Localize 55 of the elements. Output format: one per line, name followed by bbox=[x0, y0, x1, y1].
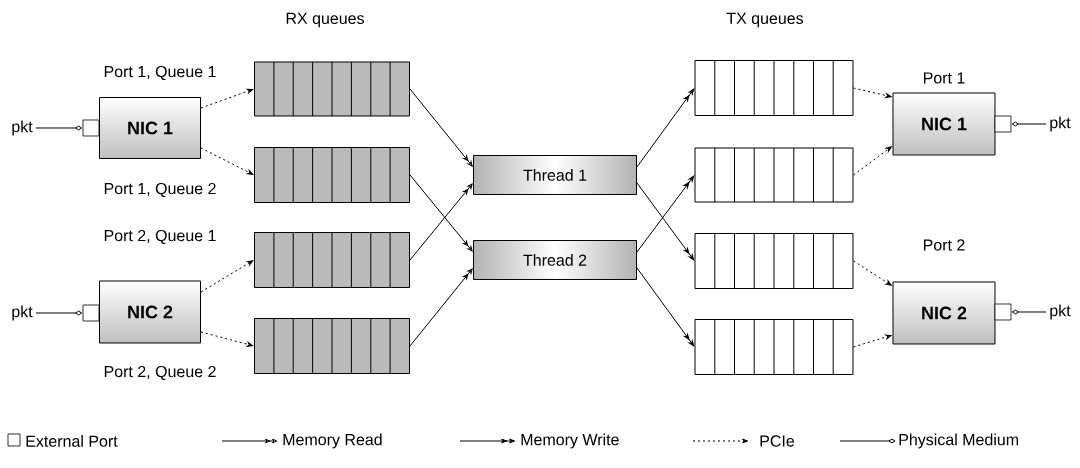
heading: Port 1, Queue 2 bbox=[104, 182, 216, 198]
heading: Port 2, Queue 2 bbox=[104, 365, 216, 381]
arrow bbox=[853, 87, 892, 98]
tx-queue bbox=[694, 232, 854, 289]
heading: RX queues bbox=[286, 12, 364, 28]
heading: Port 1, Queue 1 bbox=[104, 65, 216, 81]
rx-queue bbox=[254, 146, 410, 203]
thread-box: Thread 2 bbox=[473, 240, 637, 280]
port-square bbox=[994, 115, 1012, 133]
tx-queue bbox=[694, 318, 854, 375]
legend-label: External Port bbox=[26, 435, 118, 447]
arrow bbox=[409, 183, 473, 261]
port-square bbox=[994, 303, 1012, 321]
legend-label: Memory Read bbox=[283, 433, 382, 449]
legend-label: Physical Medium bbox=[899, 433, 1019, 449]
arrow bbox=[200, 88, 254, 109]
arrow bbox=[1011, 309, 1047, 315]
rx-queue bbox=[254, 231, 410, 288]
nic-box: NIC 2 bbox=[892, 281, 996, 345]
arrow bbox=[853, 334, 892, 348]
arrow bbox=[409, 88, 473, 167]
thread-box: Thread 1 bbox=[473, 155, 637, 195]
heading: TX queues bbox=[726, 12, 804, 28]
arrow bbox=[636, 267, 695, 347]
arrow bbox=[636, 182, 695, 261]
tx-queue bbox=[694, 147, 854, 203]
tx-queue bbox=[694, 59, 854, 116]
heading: Port 2, Queue 1 bbox=[104, 229, 216, 245]
arrow bbox=[409, 174, 473, 252]
packet-label: pkt bbox=[1050, 116, 1071, 132]
port-square bbox=[82, 119, 100, 137]
packet-label: pkt bbox=[12, 120, 33, 136]
legend-label: PCIe bbox=[760, 435, 795, 447]
arrow bbox=[200, 260, 254, 293]
arrow bbox=[636, 88, 695, 168]
nic-box: NIC 1 bbox=[892, 92, 996, 156]
port-label: Port 1 bbox=[923, 72, 965, 84]
rx-queue bbox=[254, 317, 410, 374]
arrow bbox=[35, 310, 83, 316]
port-label: Port 2 bbox=[923, 239, 965, 251]
port-square bbox=[82, 304, 100, 322]
arrow bbox=[200, 331, 254, 347]
arrow bbox=[409, 268, 473, 347]
arrow bbox=[853, 146, 892, 176]
nic-box: NIC 1 bbox=[99, 97, 201, 159]
nic-box: NIC 2 bbox=[99, 280, 201, 344]
rx-queue bbox=[254, 61, 410, 117]
arrow bbox=[853, 260, 892, 286]
legend-label: Memory Write bbox=[521, 433, 619, 449]
packet-label: pkt bbox=[1050, 304, 1071, 320]
packet-label: pkt bbox=[12, 305, 33, 321]
arrow bbox=[636, 175, 695, 253]
arrow bbox=[35, 125, 83, 131]
arrow bbox=[200, 147, 254, 175]
arrow bbox=[1011, 121, 1047, 127]
